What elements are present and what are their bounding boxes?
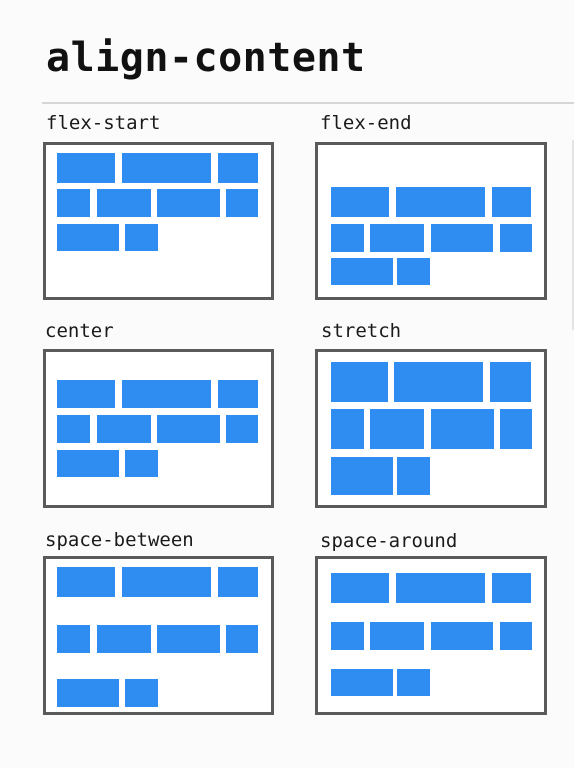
flex-item (396, 187, 485, 217)
flex-item (394, 362, 483, 402)
flex-item (122, 567, 211, 597)
flex-item (331, 258, 393, 285)
flex-item (57, 189, 90, 217)
flex-item (125, 679, 158, 707)
flex-item (492, 187, 531, 217)
flex-item (97, 415, 151, 443)
flex-item (57, 380, 115, 408)
example-label-stretch: stretch (321, 320, 402, 342)
flex-item (57, 450, 119, 477)
flex-item (431, 622, 493, 650)
flex-container-space-between (43, 556, 274, 715)
flex-item (331, 669, 393, 696)
flex-item (500, 409, 532, 449)
flex-item (218, 153, 258, 183)
flex-item (431, 224, 493, 252)
edge-line (572, 140, 574, 330)
page-title: align-content (46, 35, 366, 81)
flex-item (331, 457, 393, 495)
flex-item (397, 258, 430, 285)
flex-item (97, 625, 151, 653)
flex-container-flex-end (315, 142, 547, 300)
flex-item (370, 224, 424, 252)
flex-item (490, 362, 531, 402)
flex-item (122, 380, 211, 408)
example-label-flex-start: flex-start (46, 112, 161, 134)
flex-item (218, 567, 258, 597)
example-label-center: center (45, 320, 114, 342)
flex-item (57, 567, 115, 597)
flex-item (226, 625, 258, 653)
flex-container-space-around (315, 556, 547, 715)
flex-item (500, 224, 532, 252)
flex-item (125, 450, 158, 477)
flex-item (370, 622, 424, 650)
flex-item (122, 153, 211, 183)
flex-item (396, 573, 485, 603)
flex-container-center (43, 349, 274, 508)
flex-item (331, 409, 364, 449)
flex-item (331, 362, 388, 402)
flex-container-stretch (315, 349, 547, 508)
flex-item (397, 457, 430, 495)
flex-item (226, 189, 258, 217)
flex-item (157, 189, 220, 217)
flex-item (57, 153, 115, 183)
flex-item (397, 669, 430, 696)
flex-item (431, 409, 494, 449)
example-label-space-around: space-around (320, 530, 458, 552)
flex-item (226, 415, 258, 443)
title-divider (42, 102, 574, 104)
flex-item (157, 415, 220, 443)
example-label-space-between: space-between (45, 529, 194, 551)
flex-item (57, 625, 90, 653)
flex-item (331, 573, 389, 603)
flex-item (331, 622, 364, 650)
flex-item (125, 224, 158, 251)
flex-item (492, 573, 531, 603)
flex-item (370, 409, 424, 449)
flex-item (500, 622, 532, 650)
flex-item (218, 380, 258, 408)
flex-item (97, 189, 151, 217)
flex-item (57, 224, 119, 251)
flex-container-flex-start (43, 142, 274, 300)
flex-item (331, 224, 364, 252)
flex-item (57, 679, 119, 707)
example-label-flex-end: flex-end (320, 112, 412, 134)
flex-item (57, 415, 90, 443)
flex-item (331, 187, 389, 217)
flex-item (157, 625, 220, 653)
